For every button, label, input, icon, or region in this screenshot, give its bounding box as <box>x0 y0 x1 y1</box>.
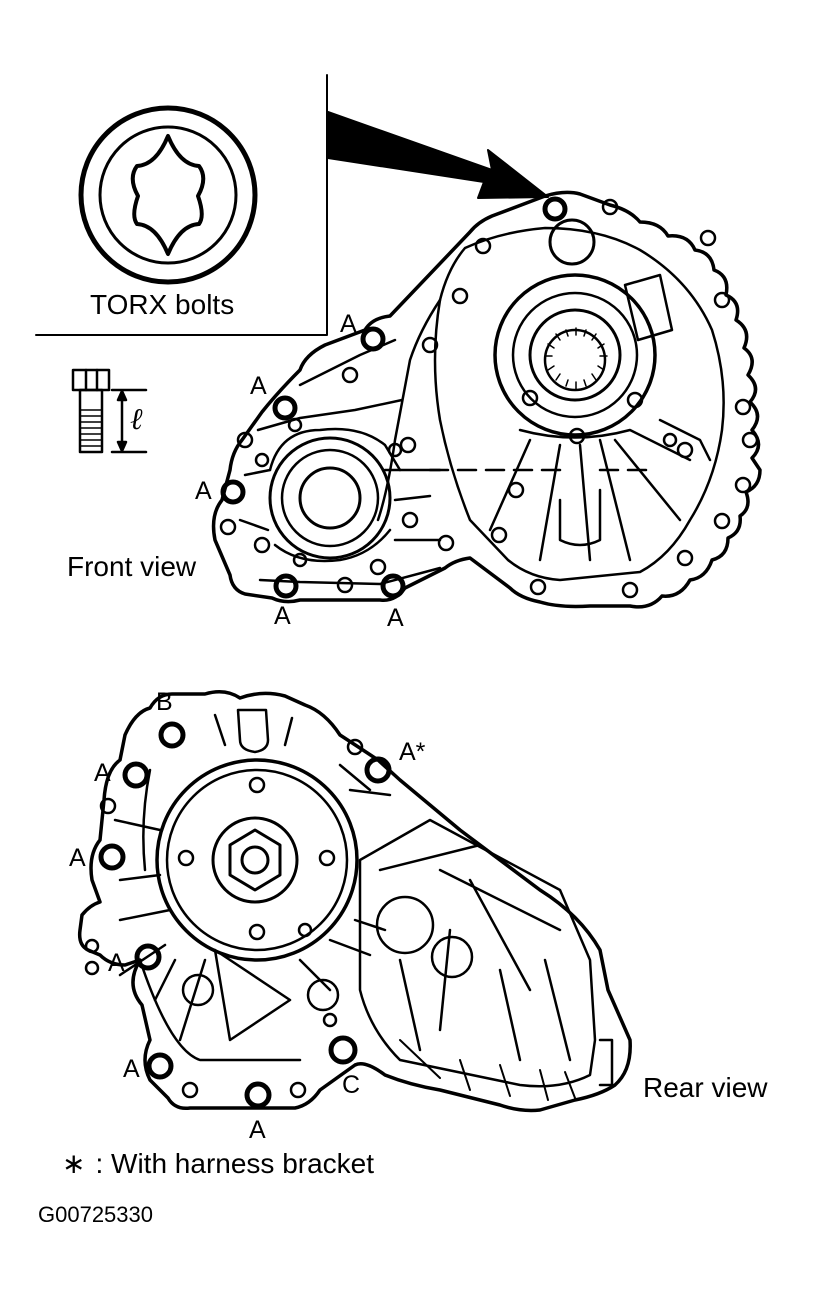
rear-bolt-label: C <box>342 1071 361 1099</box>
front-bolt-a3 <box>220 479 246 505</box>
rear-bolt-a5 <box>244 1081 272 1109</box>
harness-note: ∗ : With harness bracket <box>62 1150 374 1178</box>
front-case-inner-rim <box>433 226 725 582</box>
rear-bolt-label: A <box>123 1055 140 1083</box>
rear-bolt-label: A <box>108 949 125 977</box>
asterisk-symbol: ∗ <box>62 1148 86 1179</box>
bolt-length-icon <box>71 368 148 454</box>
pointer-arrow <box>327 111 549 199</box>
torx-inset <box>35 74 328 336</box>
front-view-case <box>211 190 762 609</box>
rear-bolt-a4 <box>146 1052 174 1080</box>
front-bolt-torx <box>542 196 568 222</box>
front-spline-icon <box>544 327 608 390</box>
front-bolt-label: A <box>195 477 212 505</box>
front-case-outline <box>211 190 762 609</box>
rear-bolt-label: A <box>69 844 86 872</box>
rear-nut-icon <box>228 828 282 892</box>
front-bolt-holes <box>219 198 759 599</box>
length-symbol: ℓ <box>130 402 143 437</box>
rear-bolt-label: A <box>249 1116 266 1144</box>
front-bolt-a1 <box>360 326 386 352</box>
inset-frame <box>35 74 328 336</box>
torx-bolts-caption: TORX bolts <box>90 289 235 320</box>
front-bolt-a2 <box>272 395 298 421</box>
rear-bolt-a2 <box>98 843 126 871</box>
rear-bolt-label: B <box>156 688 173 716</box>
harness-note-text: : With harness bracket <box>95 1148 375 1179</box>
rear-bolt-holes <box>84 738 364 1099</box>
rear-bolt-b <box>158 721 186 749</box>
rear-bolt-label: A <box>94 759 111 787</box>
front-bolt-a4 <box>273 573 299 599</box>
torx-socket-outer <box>78 105 258 285</box>
rear-bolt-a3 <box>134 943 162 971</box>
rear-bolt-label: A* <box>399 738 426 766</box>
front-bolt-label: A <box>250 372 267 400</box>
rear-bolt-a1 <box>122 761 150 789</box>
figure-id: G00725330 <box>38 1202 153 1227</box>
front-bolt-label: A <box>340 310 357 338</box>
rear-view-label: Rear view <box>643 1072 768 1103</box>
rear-view-case <box>77 690 632 1113</box>
torx-star-icon <box>130 134 206 256</box>
rear-bolt-a-star <box>364 756 392 784</box>
front-bolt-a5 <box>380 573 406 599</box>
rear-target-bolts <box>98 721 392 1109</box>
torx-socket-inner <box>98 125 238 265</box>
rear-bolt-c <box>328 1035 358 1065</box>
front-bolt-label: A <box>387 604 404 632</box>
front-view-label: Front view <box>67 551 197 582</box>
rear-case-outline <box>77 690 632 1113</box>
front-bolt-label: A <box>274 602 291 630</box>
front-target-bolts <box>220 196 568 599</box>
